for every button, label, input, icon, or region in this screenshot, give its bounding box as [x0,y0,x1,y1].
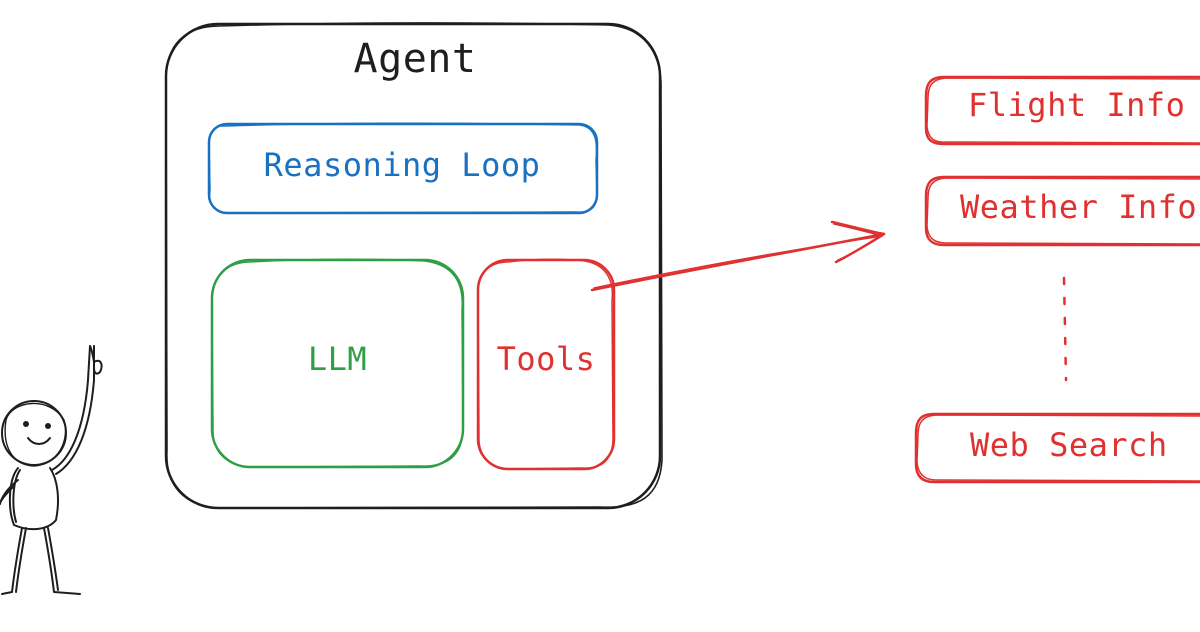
vertical-ellipsis-icon [1062,276,1068,382]
flight-info-label: Flight Info [968,86,1186,124]
tools-label: Tools [496,340,596,378]
reasoning-loop-box [207,122,599,215]
flight-info-box [924,75,1200,146]
agent-box [164,22,663,510]
reasoning-loop-label: Reasoning Loop [263,146,541,184]
llm-label: LLM [307,340,368,378]
weather-info-label: Weather Info [960,188,1198,226]
arrow-icon [590,220,886,292]
llm-box [210,258,465,469]
web-search-label: Web Search [970,426,1168,464]
web-search-box [914,412,1200,484]
tools-box [476,258,616,471]
stick-figure-icon [0,345,103,595]
agent-title: Agent [353,36,477,82]
weather-info-box [924,175,1200,247]
